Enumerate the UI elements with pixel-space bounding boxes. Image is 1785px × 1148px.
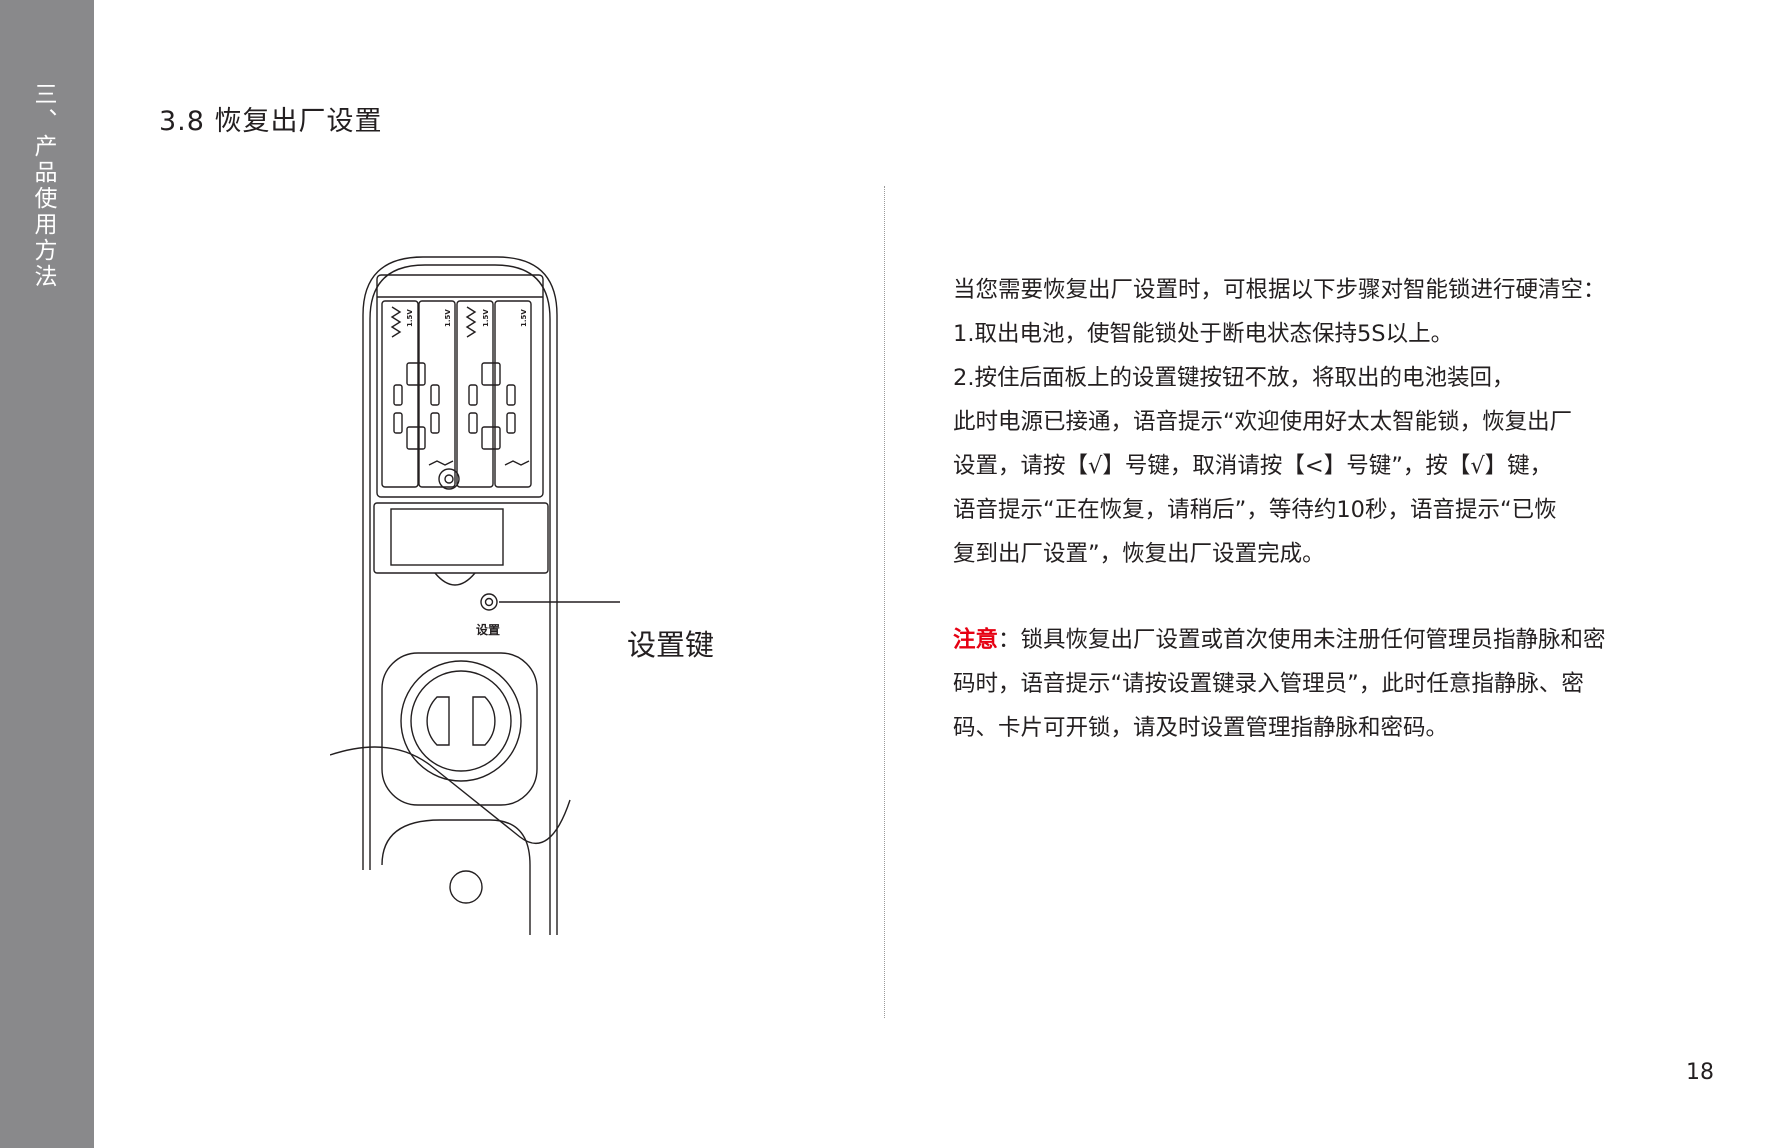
note-block: 注意：锁具恢复出厂设置或首次使用未注册任何管理员指静脉和密 码时，语音提示“请按… <box>953 618 1713 750</box>
lock-cylinder <box>400 660 522 782</box>
hand-outline <box>330 746 571 845</box>
thumb-knob <box>449 870 483 904</box>
chapter-title: 三、产品使用方法 <box>30 82 56 290</box>
note-text: 锁具恢复出厂设置或首次使用未注册任何管理员指静脉和密 <box>1020 627 1606 653</box>
battery-cell <box>456 300 494 488</box>
chapter-sidebar: 三、产品使用方法 <box>0 0 94 1148</box>
instruction-line: 当您需要恢复出厂设置时，可根据以下步骤对智能锁进行硬清空： <box>953 277 1606 303</box>
battery-compartment <box>376 274 544 498</box>
instruction-line: 设置，请按【√】号键，取消请按【<】号键”，按【√】键， <box>953 453 1553 479</box>
battery-spring <box>390 306 402 338</box>
battery-spring <box>465 306 477 338</box>
battery-spring <box>428 460 454 466</box>
column-divider <box>884 186 885 1018</box>
screw <box>438 468 460 490</box>
section-title: 3.8 恢复出厂设置 <box>159 106 383 137</box>
battery-voltage-label: 1.5V <box>520 309 528 327</box>
instruction-line: 2.按住后面板上的设置键按钮不放，将取出的电池装回， <box>953 365 1515 391</box>
battery-voltage-label: 1.5V <box>482 309 490 327</box>
battery-spring <box>504 460 530 466</box>
housing-outline <box>362 256 558 935</box>
battery-voltage-label: 1.5V <box>444 309 452 327</box>
note-separator: ： <box>998 627 1021 653</box>
instruction-line: 语音提示“正在恢复，请稍后”，等待约10秒，语音提示“已恢 <box>953 497 1557 523</box>
lock-back-panel-diagram: 1.5V 1.5V 1.5V 1.5V 设置 <box>330 256 620 935</box>
cylinder-housing <box>381 652 538 806</box>
note-line: 注意：锁具恢复出厂设置或首次使用未注册任何管理员指静脉和密 <box>953 618 1713 662</box>
housing-inner-outline <box>369 264 551 935</box>
reset-button <box>480 593 498 611</box>
instruction-line: 复到出厂设置”，恢复出厂设置完成。 <box>953 541 1325 567</box>
reset-instructions: 当您需要恢复出厂设置时，可根据以下步骤对智能锁进行硬清空： 1.取出电池，使智能… <box>953 268 1693 576</box>
note-line: 码时，语音提示“请按设置键录入管理员”，此时任意指静脉、密 <box>953 671 1584 697</box>
note-label: 注意 <box>953 627 999 653</box>
instruction-line: 1.取出电池，使智能锁处于断电状态保持5S以上。 <box>953 321 1454 347</box>
battery-voltage-label: 1.5V <box>406 309 414 327</box>
battery-cell <box>494 300 532 488</box>
note-line: 码、卡片可开锁，请及时设置管理指静脉和密码。 <box>953 715 1449 741</box>
battery-cell <box>418 300 456 488</box>
instruction-line: 此时电源已接通，语音提示“欢迎使用好太太智能锁，恢复出厂 <box>953 409 1573 435</box>
page-number: 18 <box>1686 1060 1714 1085</box>
reset-button-caption: 设置 <box>476 622 500 637</box>
circuit-module <box>373 502 549 574</box>
battery-cell <box>381 300 419 488</box>
reset-key-callout: 设置键 <box>627 628 715 662</box>
